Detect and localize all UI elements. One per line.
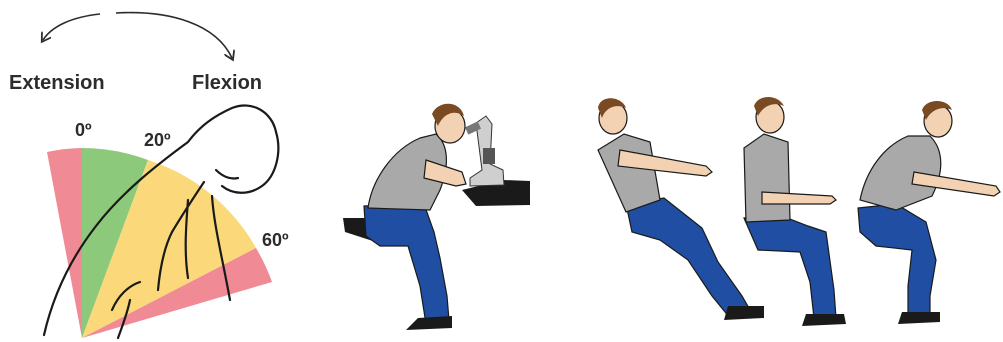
flexion-label: Flexion (192, 72, 262, 94)
extension-label: Extension (9, 72, 105, 94)
angle-60-label: 60º (262, 230, 289, 250)
angle-0-label: 0º (75, 120, 92, 140)
microscope-posture-figure (343, 104, 530, 330)
seated-figure-leaning-back (598, 98, 764, 320)
trunk-angle-chart: Extension Flexion 0º 20º 60º (9, 13, 289, 338)
seated-figure-leaning-forward (858, 101, 1000, 324)
flexion-arrow-icon (116, 13, 232, 58)
seated-figure-upright (744, 97, 846, 326)
microscope-icon (465, 116, 504, 186)
extension-arrow-icon (43, 14, 100, 40)
angle-20-label: 20º (144, 130, 171, 150)
